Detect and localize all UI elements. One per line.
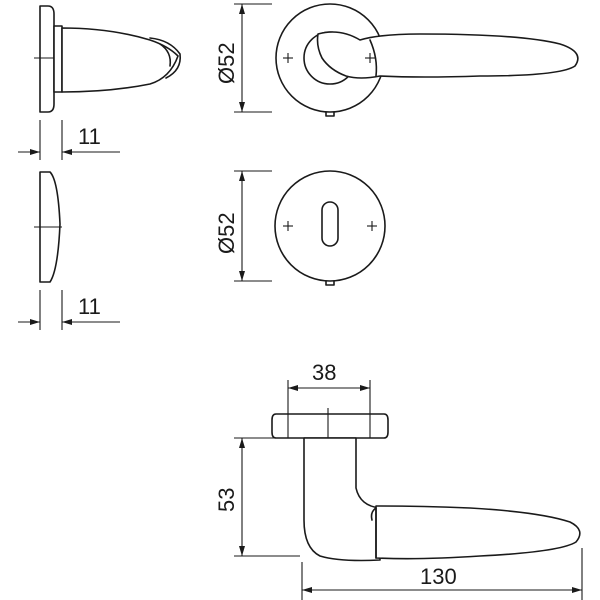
escutcheon-side-view — [34, 171, 62, 283]
escutcheon-front-view — [274, 170, 386, 286]
keyhole-slot — [321, 201, 339, 247]
dimension-escutcheon-diameter: Ø52 — [214, 170, 272, 282]
dimension-label-rose-diameter: Ø52 — [214, 42, 239, 84]
dimension-label-rose-width: 11 — [78, 124, 101, 149]
dimension-handle-height: 53 — [214, 437, 300, 557]
dimension-handle-length: 130 — [301, 548, 583, 600]
dimension-label-escutcheon-width: 11 — [78, 294, 101, 319]
dimension-rose-width: 11 — [18, 120, 120, 160]
dimension-label-escutcheon-diameter: Ø52 — [214, 212, 239, 254]
handle-elevation-view — [271, 408, 581, 562]
dimension-rose-diameter: Ø52 — [214, 3, 272, 113]
dimension-label-handle-rose-width: 38 — [312, 360, 336, 385]
rose-side-view — [34, 5, 182, 113]
rose-front-view — [275, 3, 579, 117]
dimension-handle-rose-width: 38 — [287, 360, 371, 414]
dimension-label-handle-height: 53 — [214, 488, 239, 512]
dimension-label-handle-length: 130 — [420, 564, 457, 589]
dimension-escutcheon-width: 11 — [18, 290, 120, 330]
